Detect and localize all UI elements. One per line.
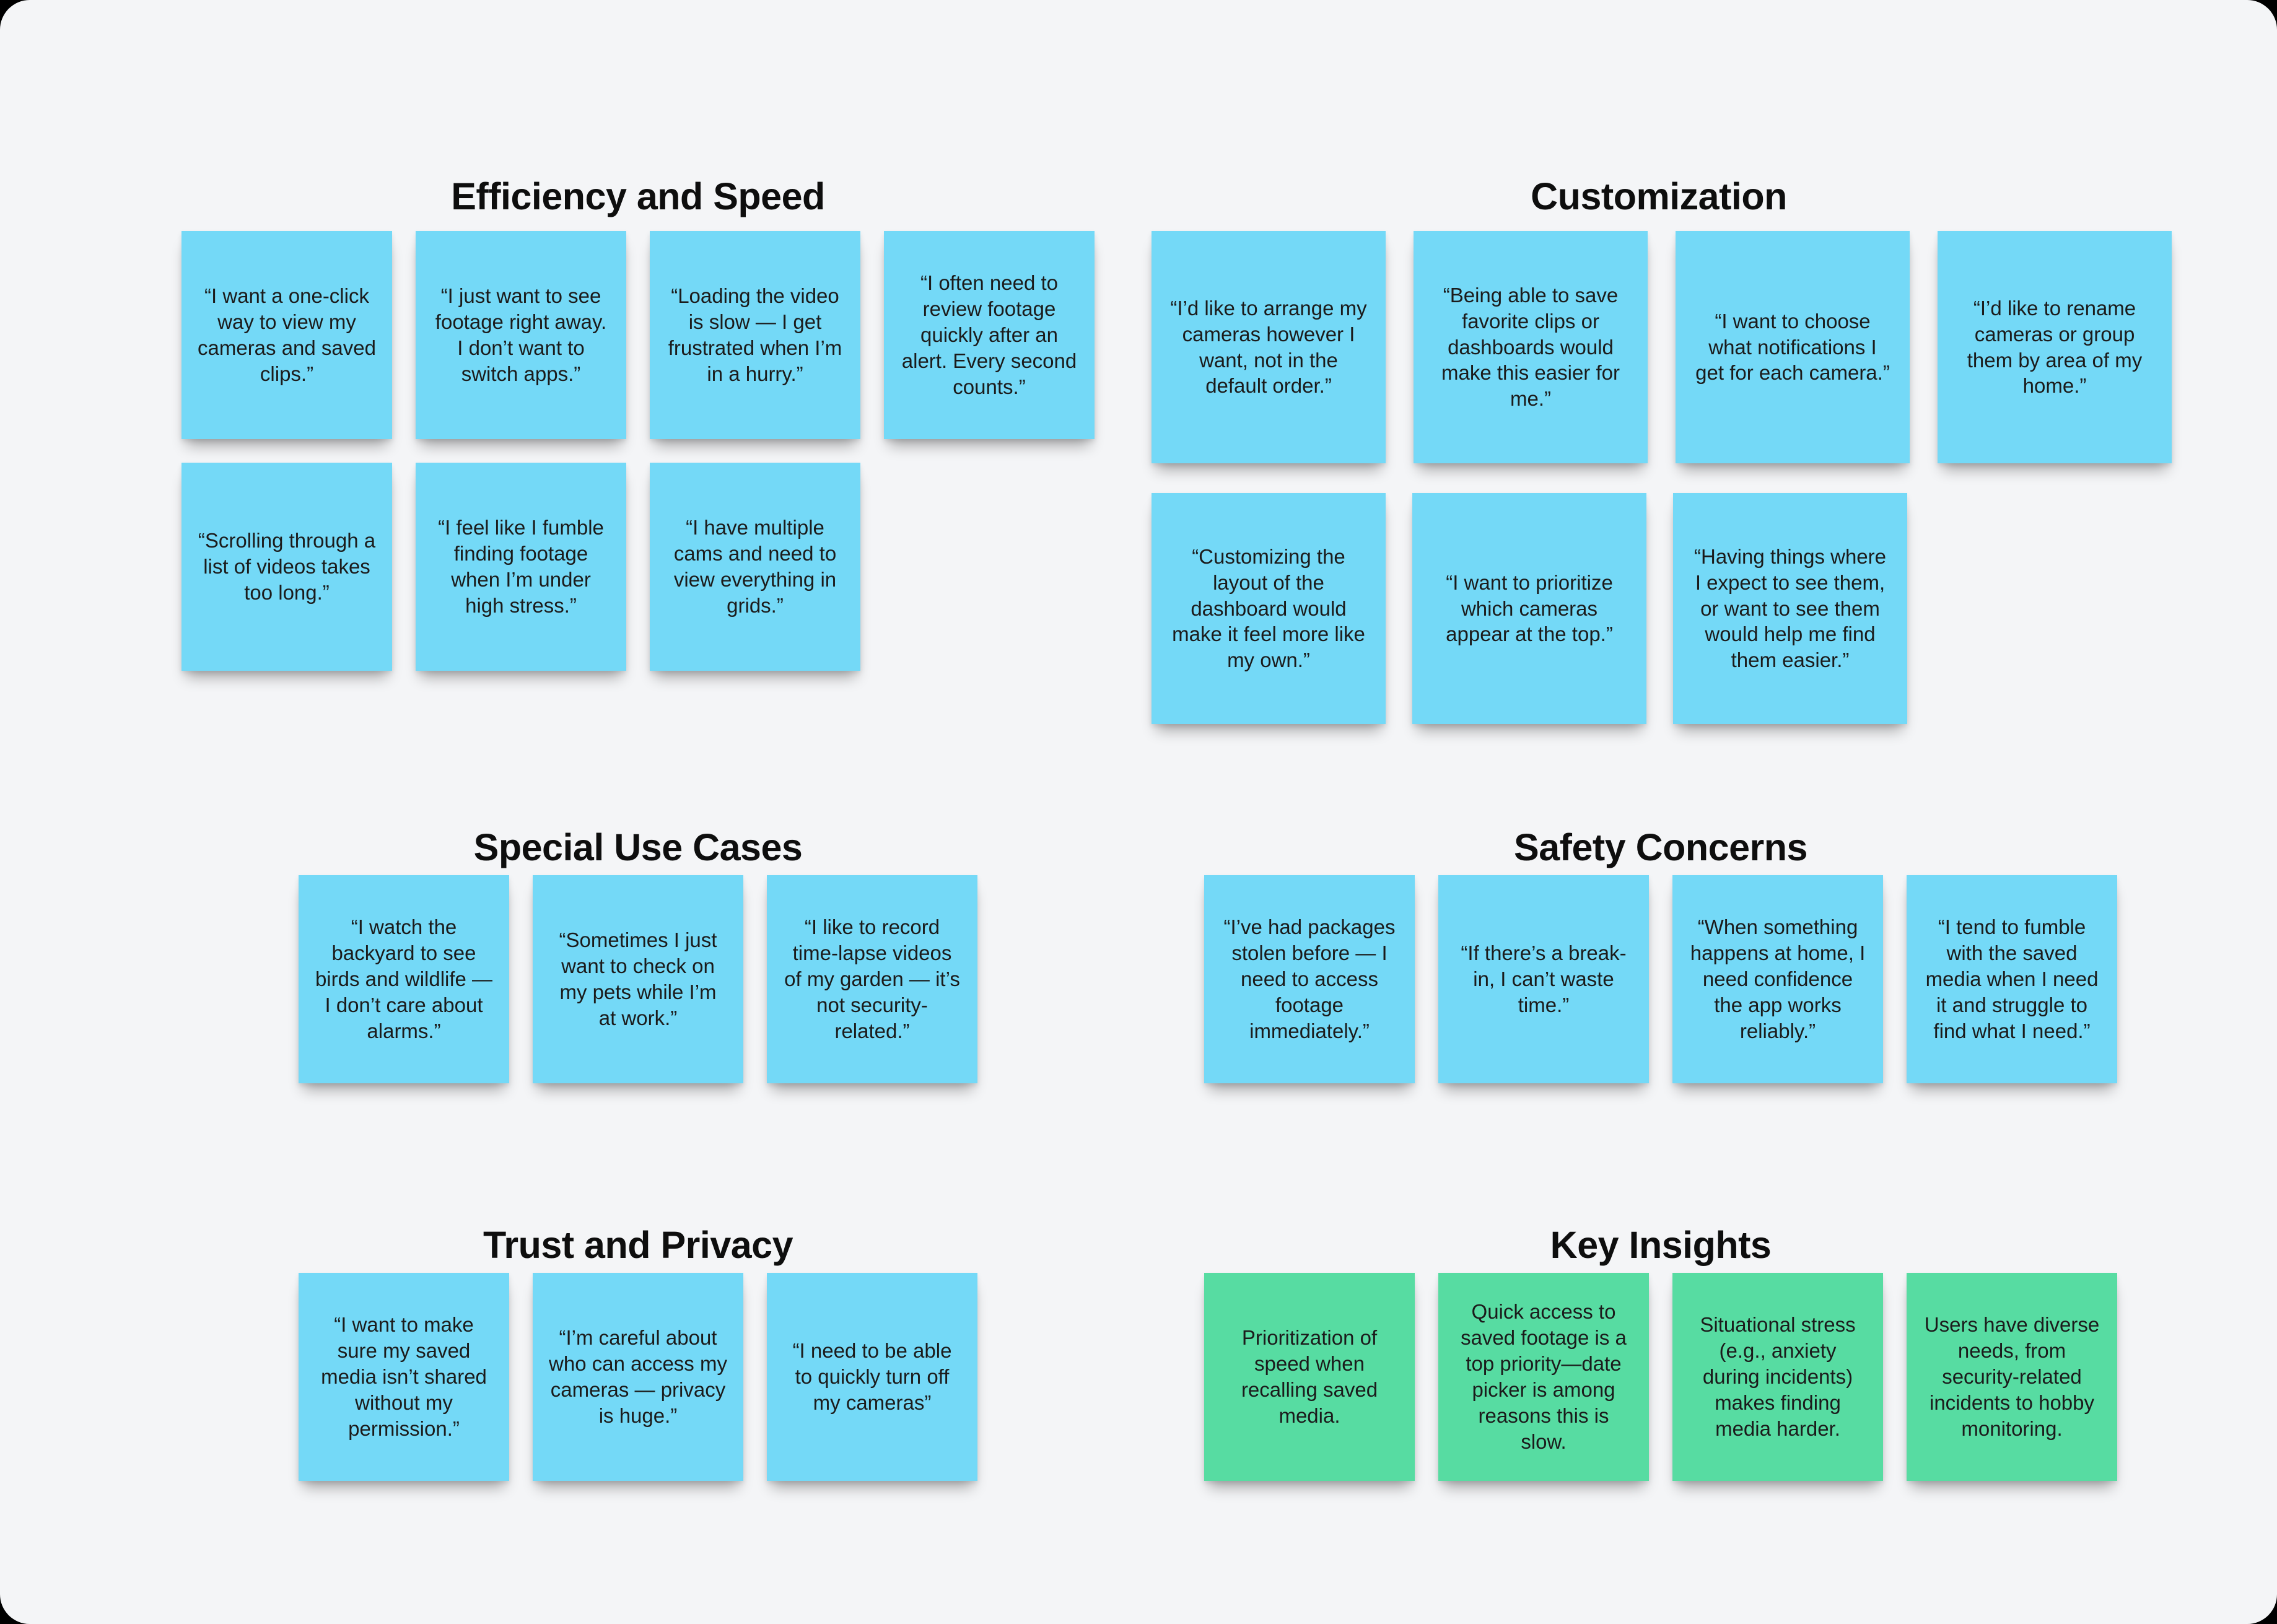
section-title-efficiency-and-speed: Efficiency and Speed <box>451 175 825 217</box>
sticky-note[interactable]: “Customizing the layout of the dashboard… <box>1152 493 1386 724</box>
sticky-note[interactable]: “Scrolling through a list of videos take… <box>181 463 392 671</box>
sticky-note[interactable]: “When something happens at home, I need … <box>1672 875 1883 1083</box>
section-title-trust-and-privacy: Trust and Privacy <box>483 1223 793 1266</box>
sticky-note[interactable]: “I want to prioritize which cameras appe… <box>1412 493 1646 724</box>
sticky-note[interactable]: “I’d like to rename cameras or group the… <box>1938 231 2172 463</box>
note-row-key-insights: Prioritization of speed when recalling s… <box>1204 1273 2117 1481</box>
sticky-note[interactable]: “Having things where I expect to see the… <box>1673 493 1907 724</box>
sticky-note[interactable]: “I want to choose what notifications I g… <box>1676 231 1910 463</box>
sticky-note[interactable]: “I just want to see footage right away. … <box>416 231 626 439</box>
sticky-note[interactable]: “I watch the backyard to see birds and w… <box>299 875 509 1083</box>
sticky-note[interactable]: “I want to make sure my saved media isn’… <box>299 1273 509 1481</box>
sticky-note[interactable]: “I’d like to arrange my cameras however … <box>1152 231 1386 463</box>
note-row-efficiency-2: “Scrolling through a list of videos take… <box>181 463 860 671</box>
sticky-note[interactable]: “I feel like I fumble finding footage wh… <box>416 463 626 671</box>
sticky-note[interactable]: Quick access to saved footage is a top p… <box>1438 1273 1649 1481</box>
sticky-note[interactable]: Prioritization of speed when recalling s… <box>1204 1273 1415 1481</box>
sticky-note[interactable]: “I’ve had packages stolen before — I nee… <box>1204 875 1415 1083</box>
sticky-note[interactable]: “I’m careful about who can access my cam… <box>533 1273 743 1481</box>
sticky-note[interactable]: “I want a one-click way to view my camer… <box>181 231 392 439</box>
note-row-customization-1: “I’d like to arrange my cameras however … <box>1152 231 2172 463</box>
note-row-customization-2: “Customizing the layout of the dashboard… <box>1152 493 1907 724</box>
sticky-note[interactable]: “I need to be able to quickly turn off m… <box>767 1273 977 1481</box>
note-row-safety-concerns: “I’ve had packages stolen before — I nee… <box>1204 875 2117 1083</box>
sticky-note[interactable]: “I have multiple cams and need to view e… <box>650 463 860 671</box>
section-title-safety-concerns: Safety Concerns <box>1514 826 1807 868</box>
section-title-special-use-cases: Special Use Cases <box>473 826 803 868</box>
sticky-note[interactable]: “Sometimes I just want to check on my pe… <box>533 875 743 1083</box>
sticky-note[interactable]: “I often need to review footage quickly … <box>884 231 1095 439</box>
sticky-note[interactable]: Users have diverse needs, from security-… <box>1907 1273 2117 1481</box>
sticky-note[interactable]: “Being able to save favorite clips or da… <box>1414 231 1648 463</box>
note-row-trust-and-privacy: “I want to make sure my saved media isn’… <box>299 1273 977 1481</box>
sticky-note[interactable]: “I like to record time-lapse videos of m… <box>767 875 977 1083</box>
sticky-note[interactable]: Situational stress (e.g., anxiety during… <box>1672 1273 1883 1481</box>
section-title-key-insights: Key Insights <box>1550 1223 1772 1266</box>
sticky-note[interactable]: “Loading the video is slow — I get frust… <box>650 231 860 439</box>
sticky-note[interactable]: “I tend to fumble with the saved media w… <box>1907 875 2117 1083</box>
section-title-customization: Customization <box>1531 175 1787 217</box>
note-row-special-use-cases: “I watch the backyard to see birds and w… <box>299 875 977 1083</box>
note-row-efficiency-1: “I want a one-click way to view my camer… <box>181 231 1095 439</box>
sticky-note[interactable]: “If there’s a break-in, I can’t waste ti… <box>1438 875 1649 1083</box>
